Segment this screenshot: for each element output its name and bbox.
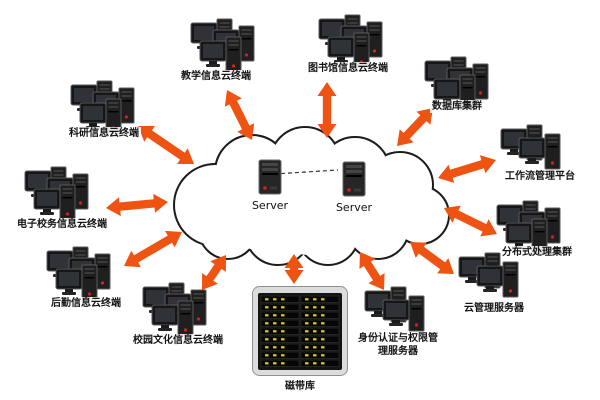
node-label-distributed-processing-cluster: 分布式处理集群 xyxy=(500,246,574,259)
arrow-database-cluster xyxy=(397,108,433,146)
server-icon xyxy=(342,161,366,197)
node-label-cloud-management-server: 云管理服务器 xyxy=(462,302,526,315)
node-label-workflow-management-platform: 工作流管理平台 xyxy=(503,170,577,183)
node-label-tape-library: 磁带库 xyxy=(283,380,317,393)
arrow-library-cloud-terminal xyxy=(317,82,337,138)
server-link-dashed-line xyxy=(273,169,339,175)
server-icon xyxy=(258,159,282,195)
node-cloud-management-server xyxy=(458,252,520,305)
cloud-server-1: Server xyxy=(246,158,294,212)
server-label-1: Server xyxy=(251,199,289,212)
pc-cluster-icon xyxy=(142,282,207,337)
node-label-library-cloud-terminal: 图书馆信息云终端 xyxy=(306,62,390,75)
arrow-logistics-cloud-terminal xyxy=(124,230,182,268)
tape-library-icon xyxy=(252,286,348,376)
arrows-layer xyxy=(106,82,497,290)
node-label-logistics-cloud-terminal: 后勤信息云终端 xyxy=(49,297,123,310)
node-label-research-cloud-terminal: 科研信息云终端 xyxy=(67,127,141,140)
pc-cluster-icon xyxy=(364,286,425,332)
node-label-database-cluster: 数据库集群 xyxy=(430,100,484,113)
cloud-shape xyxy=(173,126,450,266)
pc-cluster-icon xyxy=(46,246,111,301)
pc-cluster-icon xyxy=(458,252,519,298)
node-label-teaching-cloud-terminal: 教学信息云终端 xyxy=(179,70,253,83)
arrow-research-cloud-terminal xyxy=(138,126,194,164)
node-label-campus-culture-cloud-terminal: 校园文化信息云终端 xyxy=(131,334,225,347)
arrow-workflow-management-platform xyxy=(438,155,496,183)
node-label-identity-auth-permission-server: 身份认证与权限管理服务器 xyxy=(355,332,441,358)
server-label-2: Server xyxy=(335,201,373,214)
pc-cluster-icon xyxy=(24,166,89,221)
cloud-server-2: Server xyxy=(330,160,378,214)
pc-cluster-icon xyxy=(190,18,255,73)
arrow-cloud-management-server xyxy=(410,242,454,274)
arrow-distributed-processing-cluster xyxy=(444,205,497,237)
arrow-e-school-affairs-cloud-terminal xyxy=(106,193,168,217)
node-label-e-school-affairs-cloud-terminal: 电子校务信息云终端 xyxy=(15,218,109,231)
arrow-teaching-cloud-terminal xyxy=(224,90,255,140)
pc-cluster-icon xyxy=(500,124,561,170)
arrow-tape-library xyxy=(284,254,304,284)
arrow-campus-culture-cloud-terminal xyxy=(202,255,226,290)
node-tape-library xyxy=(252,286,348,380)
arrow-identity-auth-permission-server xyxy=(359,252,385,290)
